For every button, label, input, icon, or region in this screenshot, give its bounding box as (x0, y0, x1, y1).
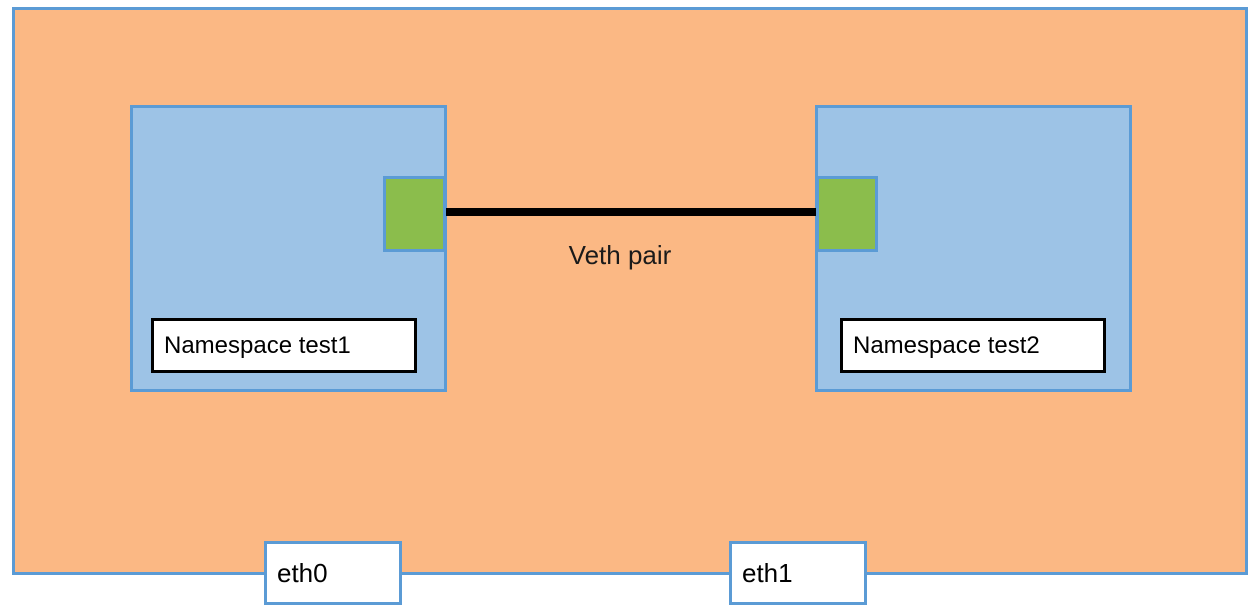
eth1-interface: eth1 (729, 541, 867, 605)
veth-endpoint-test1 (383, 176, 446, 252)
eth0-interface: eth0 (264, 541, 402, 605)
veth-endpoint-test2 (816, 176, 878, 252)
namespace-test2-label: Namespace test2 (840, 318, 1106, 373)
veth-pair-label: Veth pair (568, 240, 672, 270)
veth-pair-link (446, 208, 816, 216)
namespace-test1-label: Namespace test1 (151, 318, 417, 373)
